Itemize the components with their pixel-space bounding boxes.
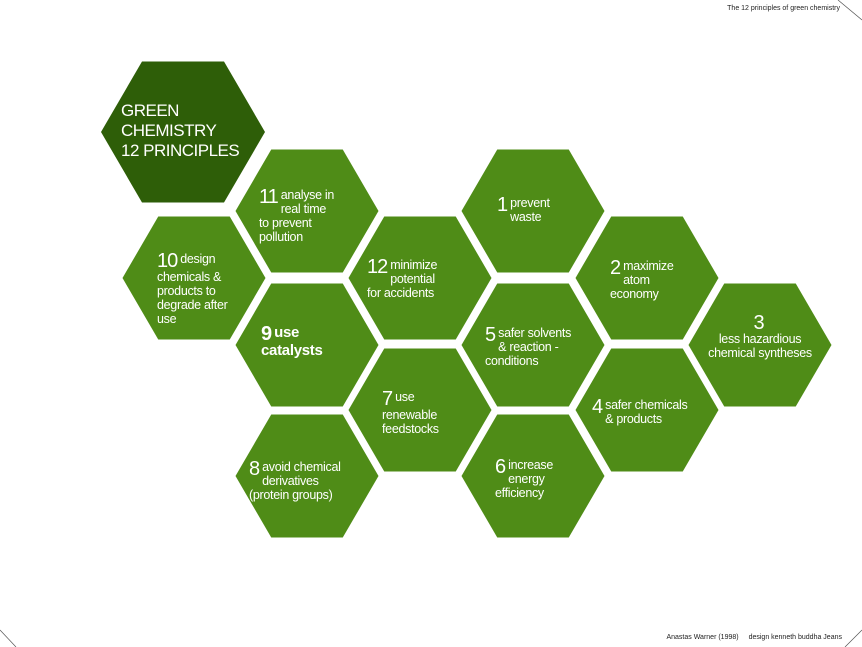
principle-text: minimize potential for accidents [367, 258, 438, 300]
principle-number: 6 [495, 456, 506, 478]
hexagon-principle-4 [575, 348, 719, 472]
hexagon-principle-8 [235, 414, 379, 538]
principle-number: 2 [610, 257, 621, 279]
principle-number: 10 [157, 250, 178, 272]
principle-number: 4 [592, 396, 603, 418]
principle-text: maximize atom economy [610, 259, 674, 301]
hexagon-principle-5 [461, 283, 605, 407]
main-title: GREEN CHEMISTRY 12 PRINCIPLES [121, 101, 240, 160]
principle-text: design chemicals & products to degrade a… [157, 252, 228, 326]
footer: Anastas Warner (1998) design kenneth budd… [656, 634, 842, 641]
principle-text: avoid chemical derivatives (protein grou… [249, 460, 341, 502]
corner-line-bottom-left [0, 629, 17, 647]
hexagon-principle-2 [575, 216, 719, 340]
principle-text: use catalysts [261, 324, 323, 359]
principle-number: 12 [367, 256, 388, 278]
principle-text: use renewable feedstocks [382, 390, 439, 436]
hexagon-principle-9 [235, 283, 379, 407]
corner-line-bottom-right [844, 629, 862, 647]
principle-text: prevent waste [510, 196, 550, 224]
principle-number: 1 [497, 194, 508, 216]
hexagon-principle-10 [122, 216, 266, 340]
corner-line-top-right [837, 0, 862, 21]
principle-text: increase energy efficiency [495, 458, 553, 500]
principle-number: 3 [753, 312, 764, 334]
principle-number: 8 [249, 458, 260, 480]
hexagon-principle-7 [348, 348, 492, 472]
principle-number: 9 [261, 323, 272, 345]
hexagon-principle-12 [348, 216, 492, 340]
principle-number: 7 [382, 388, 393, 410]
header-title: The 12 principles of green chemistry [727, 5, 840, 12]
hexagon-principle-6 [461, 414, 605, 538]
hexagon-principle-11 [235, 149, 379, 273]
principle-text: less hazardious chemical syntheses [708, 332, 812, 360]
title-hexagon [101, 61, 265, 203]
principle-text: analyse in real time to prevent pollutio… [259, 188, 335, 244]
principle-text: safer chemicals & products [605, 398, 688, 426]
hexagon-principle-1 [461, 149, 605, 273]
principle-number: 11 [259, 186, 279, 208]
footer-credit: design kenneth buddha Jeans [748, 634, 842, 641]
principle-text: safer solvents & reaction - conditions [485, 326, 572, 368]
principle-number: 5 [485, 324, 496, 346]
footer-source: Anastas Warner (1998) [666, 634, 739, 641]
hexagon-principle-3 [688, 283, 832, 407]
